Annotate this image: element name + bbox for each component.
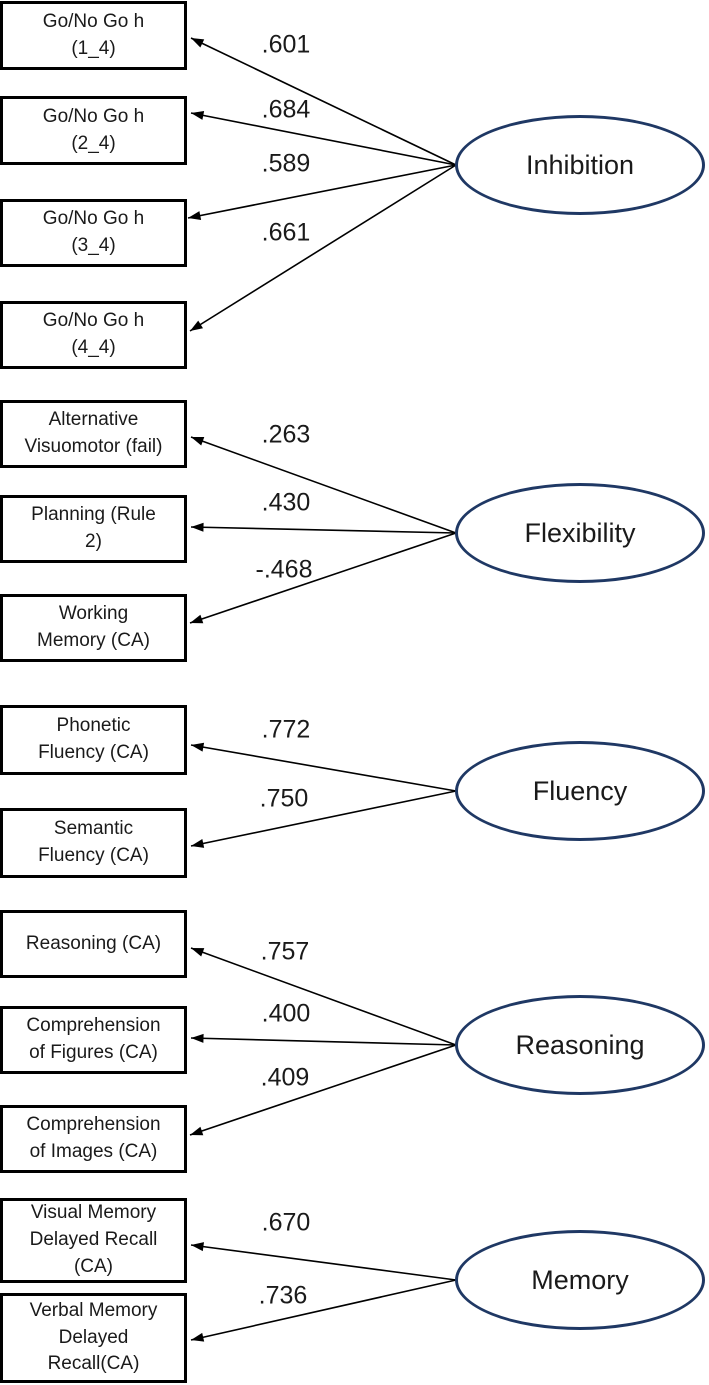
factor-ellipse-reasoning: Reasoning	[455, 995, 705, 1095]
indicator-label: Working Memory (CA)	[37, 603, 150, 651]
loading-fluency-2: .750	[259, 784, 309, 813]
loading-reasoning-1: .757	[260, 937, 310, 966]
loading-memory-1: .670	[261, 1208, 311, 1237]
loading-memory-2: .736	[258, 1281, 308, 1310]
indicator-box-reasoning-ca: Reasoning (CA)	[0, 910, 187, 978]
arrow-inhibition-1	[190, 37, 457, 166]
factor-label: Inhibition	[525, 149, 635, 180]
loading-flexibility-2: .430	[261, 488, 311, 517]
arrow-inhibition-3	[187, 164, 457, 220]
arrow-flexibility-3	[189, 532, 457, 624]
indicator-label: Reasoning (CA)	[25, 932, 162, 954]
factor-label: Fluency	[532, 775, 628, 806]
factor-label: Flexibility	[524, 517, 636, 548]
indicator-box-comprehension-images: Comprehension of Images (CA)	[0, 1105, 187, 1173]
indicator-box-planning-rule-2: Planning (Rule 2)	[0, 495, 187, 563]
arrow-reasoning-3	[189, 1044, 457, 1136]
loading-flexibility-1: .263	[261, 420, 311, 449]
indicator-label: Go/No Go h (2_4)	[42, 105, 145, 154]
factor-label: Reasoning	[515, 1029, 645, 1060]
indicator-label: Verbal Memory Delayed Recall(CA)	[29, 1299, 158, 1375]
indicator-label: Visual Memory Delayed Recall (CA)	[29, 1202, 158, 1277]
loading-flexibility-3: -.468	[255, 555, 313, 584]
indicator-label: Alternative Visuomotor (fail)	[24, 409, 163, 457]
loading-inhibition-1: .601	[261, 30, 311, 59]
indicator-label: Comprehension of Images (CA)	[26, 1114, 161, 1162]
indicator-label: Go/No Go h (1_4)	[42, 10, 145, 59]
arrow-reasoning-1	[190, 947, 457, 1046]
indicator-label: Semantic Fluency (CA)	[38, 818, 149, 866]
factor-ellipse-memory: Memory	[455, 1230, 705, 1330]
indicator-box-go-no-go-1-4: Go/No Go h (1_4)	[0, 1, 187, 70]
factor-label: Memory	[531, 1264, 629, 1295]
indicator-box-go-no-go-4-4: Go/No Go h (4_4)	[0, 301, 187, 369]
indicator-box-semantic-fluency: Semantic Fluency (CA)	[0, 808, 187, 878]
indicator-label: Go/No Go h (4_4)	[42, 310, 145, 358]
indicator-box-verbal-memory: Verbal Memory Delayed Recall(CA)	[0, 1293, 187, 1383]
indicator-label: Go/No Go h (3_4)	[42, 208, 145, 256]
arrow-inhibition-2	[190, 110, 457, 166]
factor-ellipse-flexibility: Flexibility	[455, 483, 705, 583]
indicator-box-alternative-visuomotor: Alternative Visuomotor (fail)	[0, 400, 187, 468]
indicator-label: Comprehension of Figures (CA)	[26, 1015, 161, 1063]
loading-inhibition-2: .684	[261, 95, 311, 124]
indicator-label: Planning (Rule 2)	[31, 504, 156, 552]
factor-ellipse-inhibition: Inhibition	[455, 115, 705, 215]
arrow-inhibition-4	[189, 164, 457, 332]
loading-fluency-1: .772	[261, 715, 311, 744]
arrow-flexibility-1	[190, 436, 457, 534]
indicator-box-go-no-go-3-4: Go/No Go h (3_4)	[0, 199, 187, 267]
arrow-memory-1	[190, 1242, 457, 1281]
arrow-fluency-2	[190, 790, 457, 848]
arrow-flexibility-2	[190, 522, 457, 534]
factor-ellipse-fluency: Fluency	[455, 741, 705, 841]
arrow-reasoning-2	[190, 1033, 457, 1046]
arrow-memory-2	[190, 1279, 457, 1342]
indicator-box-comprehension-figures: Comprehension of Figures (CA)	[0, 1006, 187, 1074]
indicator-label: Phonetic Fluency (CA)	[38, 715, 149, 763]
indicator-box-go-no-go-2-4: Go/No Go h (2_4)	[0, 96, 187, 165]
indicator-box-visual-memory: Visual Memory Delayed Recall (CA)	[0, 1198, 187, 1283]
indicator-box-working-memory: Working Memory (CA)	[0, 594, 187, 662]
indicator-box-phonetic-fluency: Phonetic Fluency (CA)	[0, 705, 187, 775]
loading-inhibition-4: .661	[261, 218, 311, 247]
loading-reasoning-2: .400	[261, 999, 311, 1028]
loading-reasoning-3: .409	[260, 1063, 310, 1092]
loading-inhibition-3: .589	[261, 149, 311, 178]
arrow-fluency-1	[190, 742, 457, 792]
